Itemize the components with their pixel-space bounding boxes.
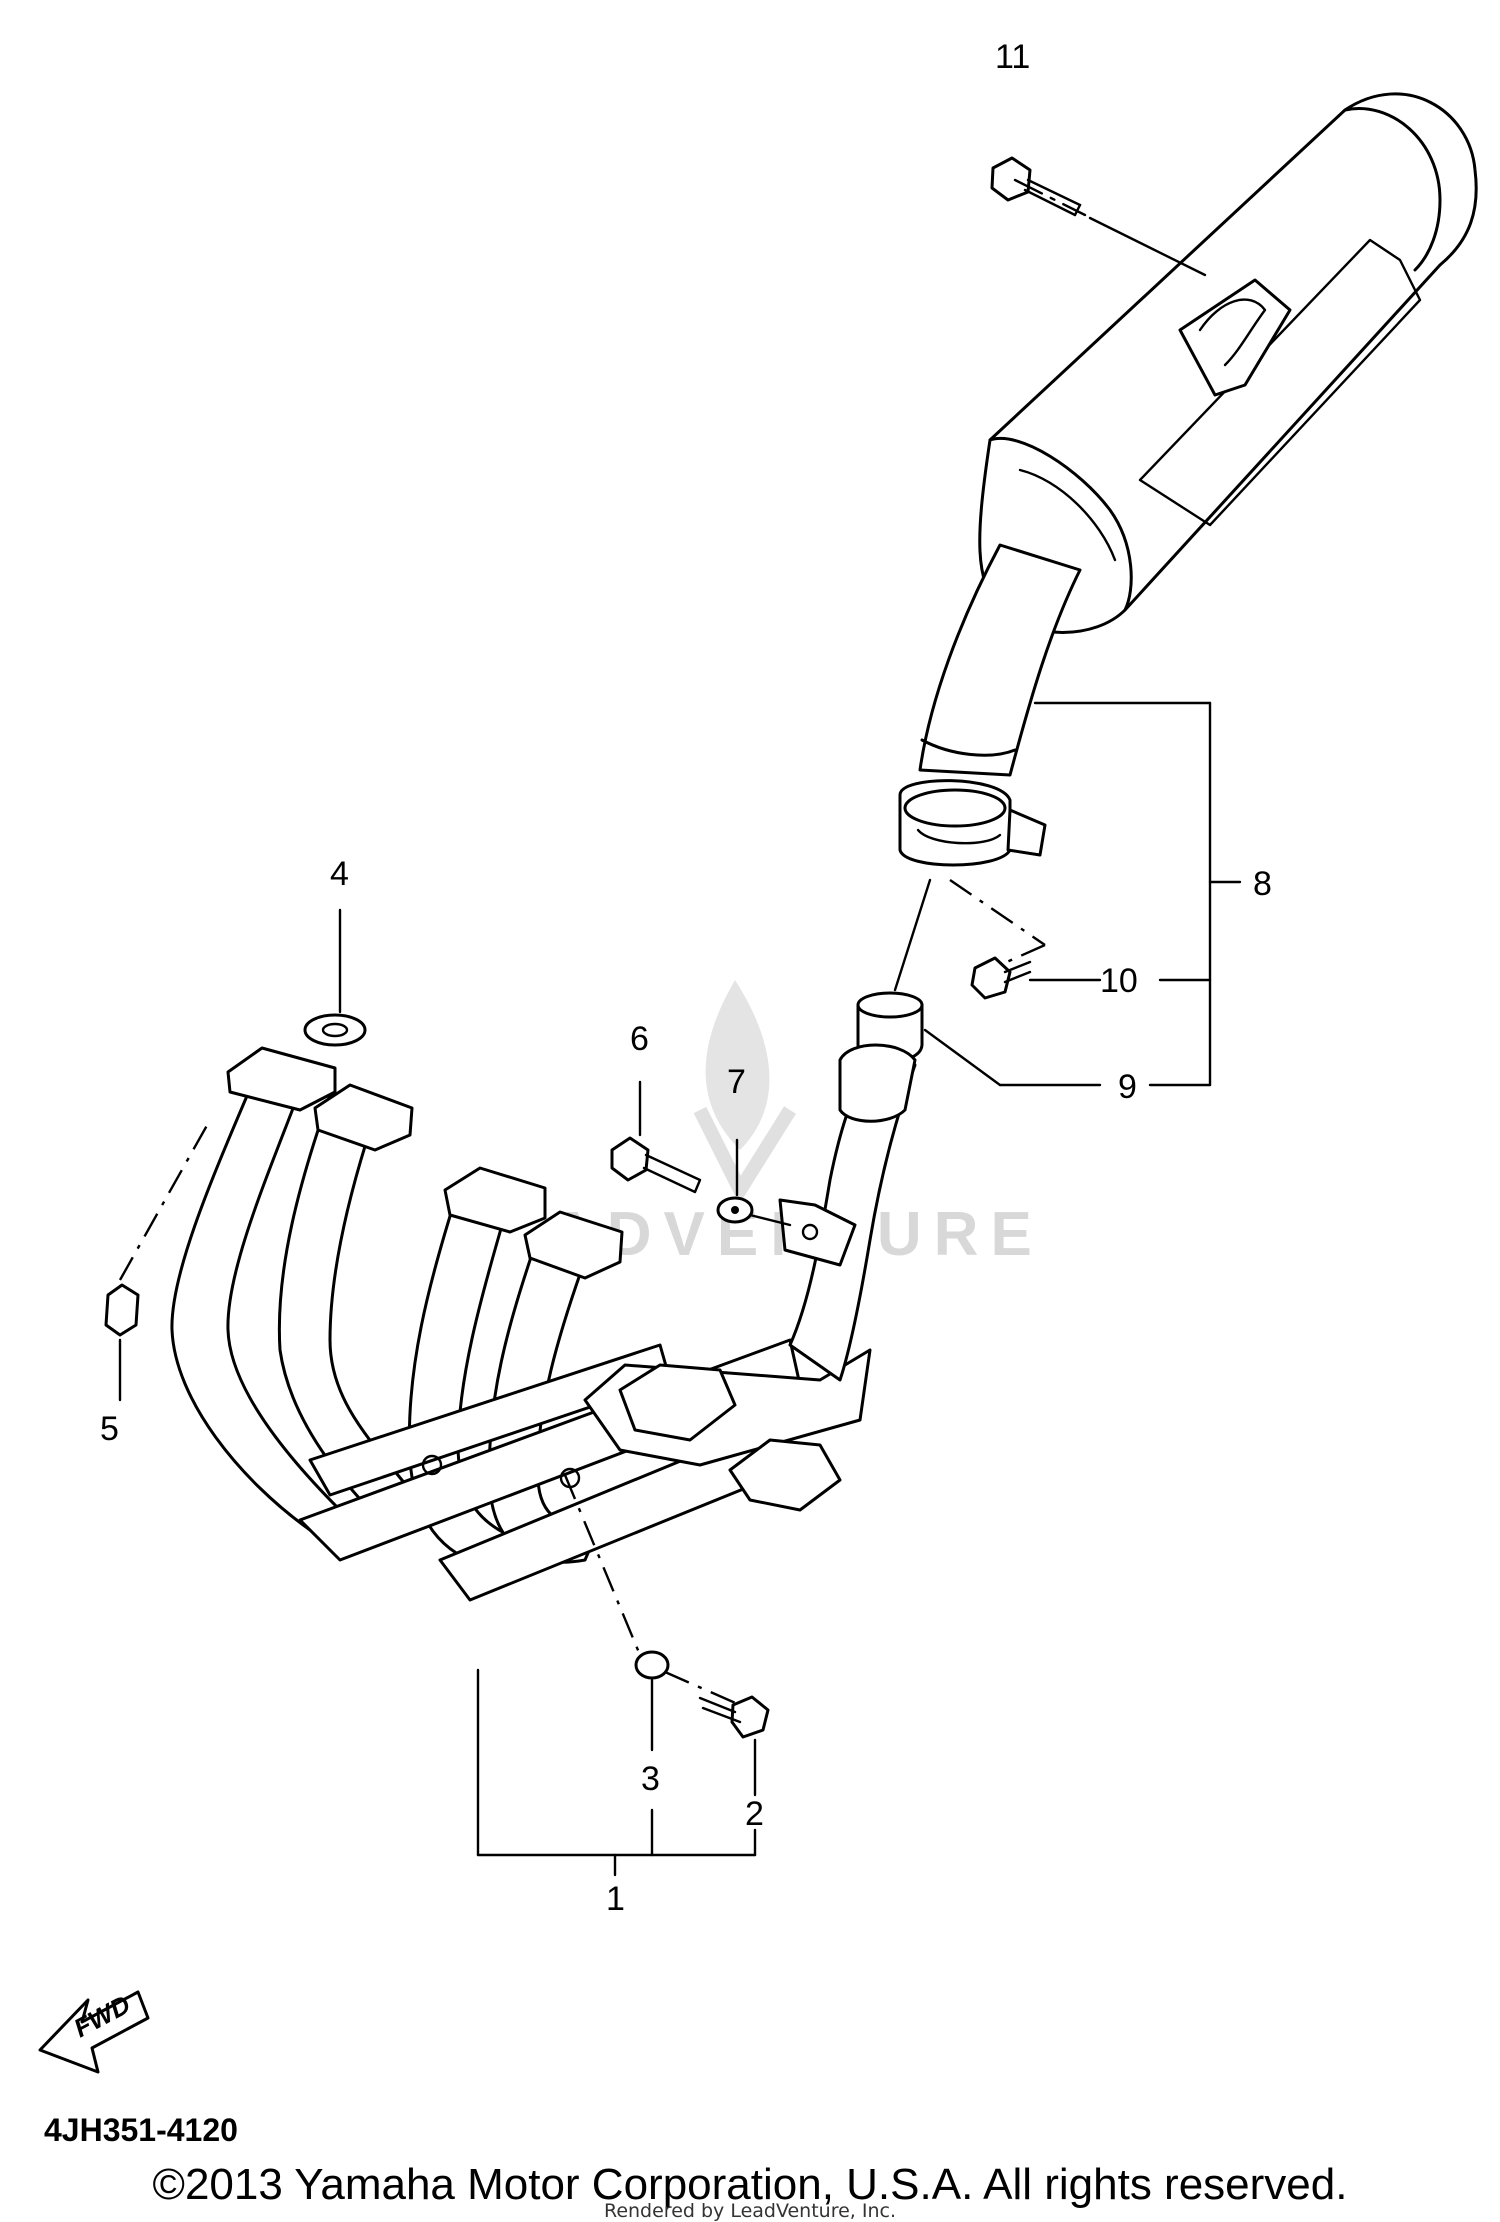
callout-8: 8	[1253, 865, 1272, 903]
forward-arrow-icon: FWD	[38, 1989, 150, 2074]
callout-9: 9	[1118, 1068, 1137, 1106]
diagram-code: 4JH351-4120	[44, 2112, 238, 2148]
leader-lines	[118, 178, 1242, 1877]
callout-10: 10	[1100, 962, 1138, 1000]
callout-7: 7	[727, 1063, 746, 1101]
callout-5: 5	[100, 1410, 119, 1448]
damper-3	[634, 1650, 670, 1680]
callout-11: 11	[995, 38, 1030, 76]
muffler	[898, 92, 1478, 867]
nut-4	[303, 1013, 367, 1047]
exhaust-header	[170, 1043, 917, 1602]
rendered-by-credit: Rendered by LeadVenture, Inc.	[603, 2200, 897, 2222]
callout-2: 2	[745, 1795, 764, 1833]
callout-4: 4	[330, 855, 349, 893]
copyright-notice: ©2013 Yamaha Motor Corporation, U.S.A. A…	[152, 2160, 1348, 2209]
washer-7	[716, 1196, 754, 1224]
bolt-2	[698, 1695, 770, 1739]
callout-3: 3	[641, 1760, 660, 1798]
bolt-6	[610, 1136, 702, 1194]
callout-labels: 11 8 10 9 4 6 7 5 3 2 1	[100, 38, 1272, 1918]
bolt-10	[970, 956, 1032, 1000]
stud-5	[104, 1283, 140, 1337]
callout-1: 1	[606, 1880, 625, 1918]
callout-6: 6	[630, 1020, 649, 1058]
